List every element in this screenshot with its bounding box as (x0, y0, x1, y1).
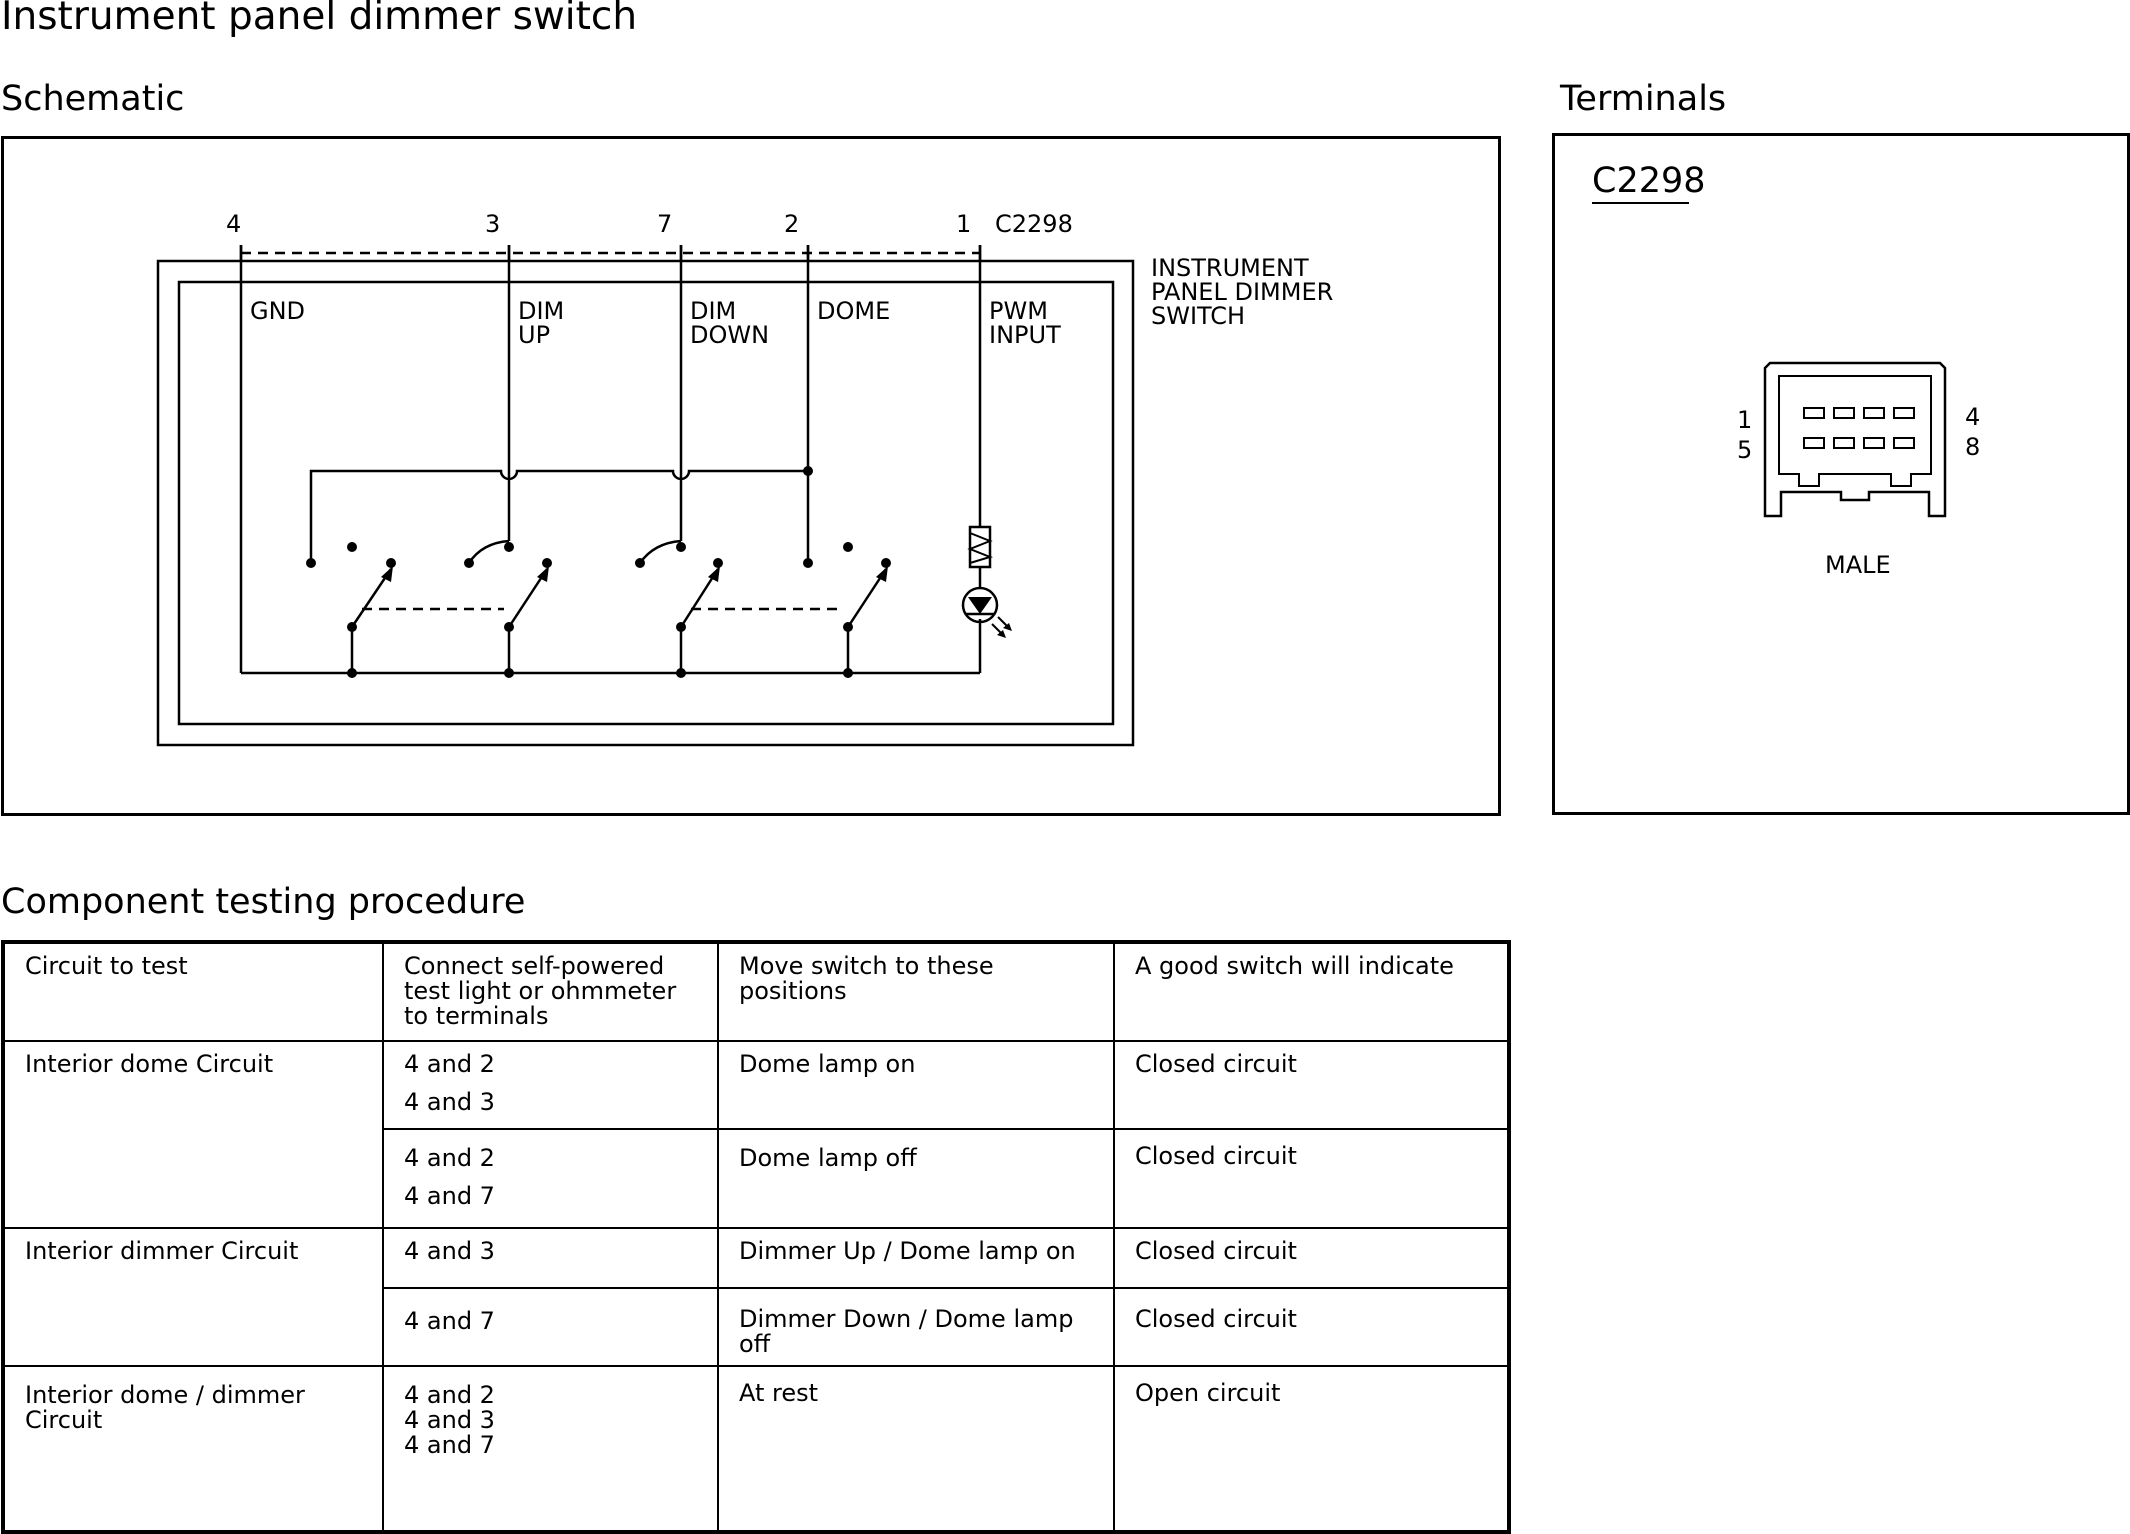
indication-cell: Closed circuit (1113, 1227, 1510, 1289)
schematic-diagram: 4 3 7 2 1 C2298 INSTRUMENT PANEL DIMMER … (156, 210, 1333, 747)
terminals-cell: 4 and 2 4 and 3 4 and 7 (382, 1365, 719, 1533)
schematic-panel: 4 3 7 2 1 C2298 INSTRUMENT PANEL DIMMER … (1, 136, 1501, 816)
pin-label-right-top: 4 (1965, 403, 1980, 431)
table-header-row: Circuit to test Connect self-powered tes… (2, 941, 1510, 1042)
pin-label-dome: 2 (784, 210, 799, 238)
position-cell: Dimmer Up / Dome lamp on (717, 1227, 1115, 1289)
circuit-cell: Interior dome Circuit (2, 1040, 384, 1229)
indication-cell: Open circuit (1113, 1365, 1510, 1533)
circuit-label-pwm-1: PWM (989, 297, 1048, 325)
component-name-line-3: SWITCH (1151, 302, 1245, 330)
switch-housing-inner (177, 280, 1115, 726)
table-row: Interior dome Circuit 4 and 2 4 and 3 Do… (2, 1040, 1510, 1229)
component-name-line-2: PANEL DIMMER (1151, 278, 1333, 306)
table-row: 4 and 2 4 and 7 Dome lamp off Closed cir… (3, 1128, 1510, 1229)
column-header-terminals: Connect self-powered test light or ohmme… (382, 941, 719, 1042)
connector-gender-label: MALE (1825, 551, 1891, 579)
terminals-cell: 4 and 3 (382, 1227, 719, 1289)
pin-label-right-bottom: 8 (1965, 433, 1980, 461)
column-header-indication: A good switch will indicate (1113, 941, 1510, 1042)
connector-housing (1763, 361, 1947, 518)
circuit-label-gnd: GND (250, 297, 305, 325)
circuit-cell: Interior dimmer Circuit (2, 1227, 384, 1367)
indication-cell: Closed circuit (1113, 1287, 1510, 1367)
pin-label-left-top: 1 (1737, 406, 1752, 434)
circuit-label-dome: DOME (817, 297, 890, 325)
indication-cell: Closed circuit (1113, 1040, 1510, 1130)
table-row: 4 and 7 Dimmer Down / Dome lamp off Clos… (3, 1287, 1510, 1367)
position-cell: At rest (717, 1365, 1115, 1533)
crossover-wire (309, 469, 808, 563)
column-header-positions: Move switch to these positions (717, 941, 1115, 1042)
terminals-cell: 4 and 2 4 and 7 (382, 1128, 719, 1229)
page-title: Instrument panel dimmer switch (1, 0, 638, 39)
connector-inner-shroud (1778, 375, 1932, 487)
testing-heading: Component testing procedure (1, 882, 526, 922)
schematic-heading: Schematic (1, 79, 185, 119)
position-cell: Dimmer Down / Dome lamp off (717, 1287, 1115, 1367)
pin-label-gnd: 4 (226, 210, 241, 238)
pin-label-pwm: 1 (956, 210, 971, 238)
column-header-circuit: Circuit to test (2, 941, 384, 1042)
terminals-panel: C2298 1 5 4 8 MALE (1552, 133, 2130, 815)
circuit-label-dim-up-2: UP (518, 321, 550, 349)
table-row: Interior dome / dimmer Circuit 4 and 2 4… (2, 1365, 1510, 1533)
circuit-cell: Interior dome / dimmer Circuit (2, 1365, 384, 1533)
terminals-cell: 4 and 2 4 and 3 (382, 1040, 719, 1130)
component-name-line-1: INSTRUMENT (1151, 254, 1309, 282)
pin-label-left-bottom: 5 (1737, 436, 1752, 464)
circuit-label-pwm-2: INPUT (989, 321, 1061, 349)
pin-label-dim-up: 3 (485, 210, 500, 238)
position-cell: Dome lamp on (717, 1040, 1115, 1130)
table-row: Interior dimmer Circuit 4 and 3 Dimmer U… (2, 1227, 1510, 1367)
circuit-label-dim-down-1: DIM (690, 297, 736, 325)
terminals-heading: Terminals (1560, 79, 1727, 119)
circuit-label-dim-up-1: DIM (518, 297, 564, 325)
pin-label-dim-down: 7 (657, 210, 672, 238)
connector-face-diagram: C2298 1 5 4 8 MALE (1592, 161, 1980, 579)
terminals-cell: 4 and 7 (382, 1287, 719, 1367)
terminal-connector-id: C2298 (1592, 161, 1706, 201)
position-cell: Dome lamp off (717, 1128, 1115, 1229)
connector-id-label: C2298 (995, 210, 1073, 238)
testing-procedure-table: Circuit to test Connect self-powered tes… (1, 940, 1511, 1534)
led-indicator (961, 586, 999, 624)
circuit-label-dim-down-2: DOWN (690, 321, 769, 349)
switch-housing-outer (156, 259, 1135, 747)
indication-cell: Closed circuit (1113, 1128, 1510, 1229)
